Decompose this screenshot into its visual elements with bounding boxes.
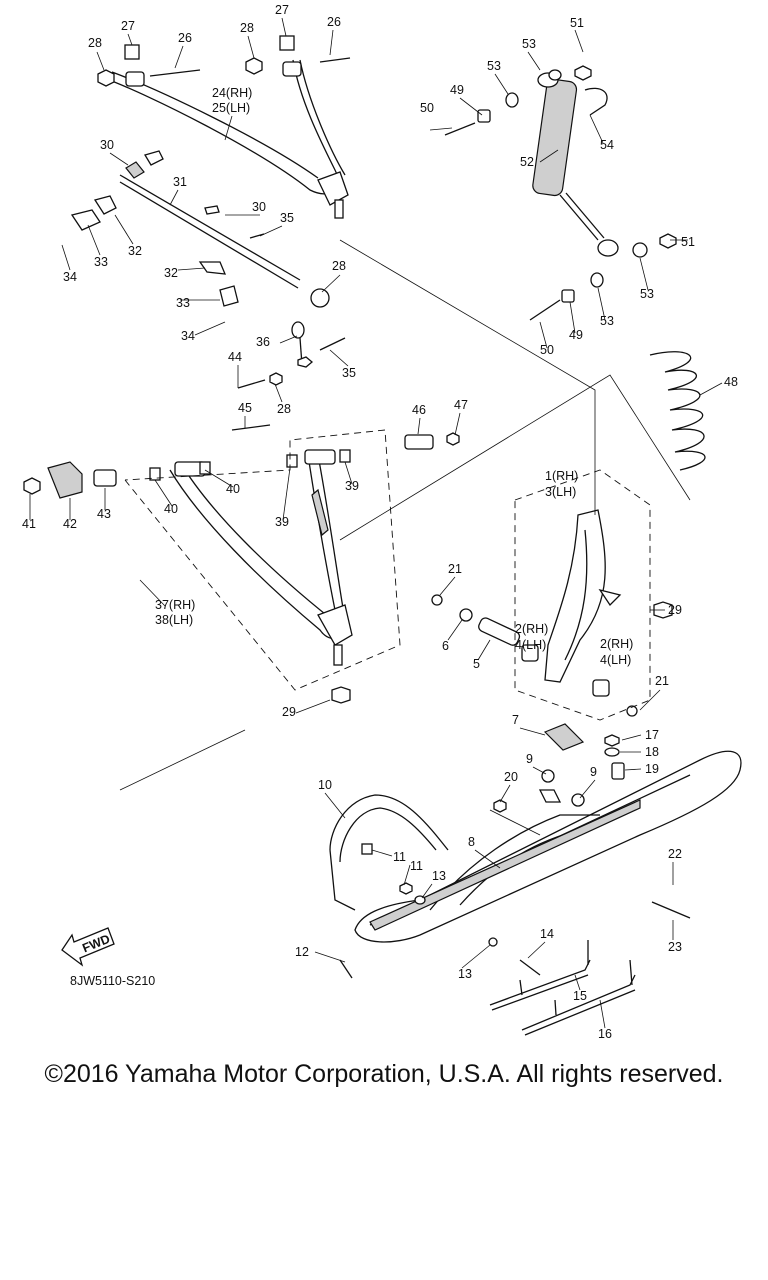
callout-44: 44	[228, 350, 242, 364]
spindle	[544, 509, 622, 683]
callout-8: 8	[468, 835, 475, 849]
callout-10: 10	[318, 778, 332, 792]
callout-33: 33	[94, 255, 108, 269]
callout-12: 12	[295, 945, 309, 959]
callout-29: 29	[668, 603, 682, 617]
callout-5: 5	[473, 657, 480, 671]
ski-handle	[329, 794, 449, 911]
callout-32: 32	[164, 266, 178, 280]
callout-34: 34	[63, 270, 77, 284]
callout-21: 21	[655, 674, 669, 688]
callout-labels: 1(RH) 3(LH) 2(RH) 4(LH) 2(RH) 4(LH) 5 6 …	[22, 3, 738, 1041]
callout-53: 53	[487, 59, 501, 73]
callout-32: 32	[128, 244, 142, 258]
callout-27: 27	[121, 19, 135, 33]
callout-7: 7	[512, 713, 519, 727]
callout-6: 6	[442, 639, 449, 653]
callout-4: 4(LH)	[600, 653, 631, 667]
callout-25: 25(LH)	[212, 101, 250, 115]
callout-28: 28	[277, 402, 291, 416]
callout-38: 38(LH)	[155, 613, 193, 627]
callout-20: 20	[504, 770, 518, 784]
callout-21: 21	[448, 562, 462, 576]
callout-43: 43	[97, 507, 111, 521]
callout-30: 30	[252, 200, 266, 214]
ski-leader	[489, 809, 541, 836]
callout-26: 26	[178, 31, 192, 45]
callout-15: 15	[573, 989, 587, 1003]
callout-45: 45	[238, 401, 252, 415]
lower-a-arm	[169, 449, 353, 666]
callout-42: 42	[63, 517, 77, 531]
callout-24: 24(RH)	[212, 86, 252, 100]
parts-diagram: FWD 8JW5110-S210 1(RH) 3(LH) 2(RH) 4(LH)…	[22, 3, 742, 1041]
callout-18: 18	[645, 745, 659, 759]
upper-a-arm	[103, 59, 349, 219]
callout-9: 9	[526, 752, 533, 766]
callout-28: 28	[88, 36, 102, 50]
callout-31: 31	[173, 175, 187, 189]
upper-bushings	[97, 35, 351, 87]
callout-13: 13	[432, 869, 446, 883]
callout-40: 40	[226, 482, 240, 496]
callout-51: 51	[570, 16, 584, 30]
callout-2: 2(RH)	[600, 637, 633, 651]
callout-34: 34	[181, 329, 195, 343]
callout-48: 48	[724, 375, 738, 389]
lower-arm-hardware	[23, 372, 460, 499]
callout-54: 54	[600, 138, 614, 152]
callout-9: 9	[590, 765, 597, 779]
callout-35: 35	[280, 211, 294, 225]
fwd-arrow-icon: FWD	[61, 927, 115, 967]
callout-17: 17	[645, 728, 659, 742]
callout-22: 22	[668, 847, 682, 861]
callout-37: 37(RH)	[155, 598, 195, 612]
callout-28: 28	[240, 21, 254, 35]
callout-26: 26	[327, 15, 341, 29]
callout-11: 11	[410, 859, 423, 873]
callout-13: 13	[458, 967, 472, 981]
callout-46: 46	[412, 403, 426, 417]
shock-absorber	[444, 65, 706, 471]
callout-23: 23	[668, 940, 682, 954]
callout-4: 4(LH)	[515, 638, 546, 652]
leader-lines	[29, 17, 723, 1029]
callout-47: 47	[454, 398, 468, 412]
callout-49: 49	[450, 83, 464, 97]
callout-50: 50	[540, 343, 554, 357]
callout-36: 36	[256, 335, 270, 349]
callout-39: 39	[275, 515, 289, 529]
callout-39: 39	[345, 479, 359, 493]
callout-35: 35	[342, 366, 356, 380]
diagram-code: 8JW5110-S210	[70, 974, 155, 988]
callout-11: 11	[393, 850, 406, 864]
callout-51: 51	[681, 235, 695, 249]
callout-27: 27	[275, 3, 289, 17]
callout-50: 50	[420, 101, 434, 115]
callout-52: 52	[520, 155, 534, 169]
callout-49: 49	[569, 328, 583, 342]
callout-3: 3(LH)	[545, 485, 576, 499]
callout-53: 53	[600, 314, 614, 328]
callout-19: 19	[645, 762, 659, 776]
callout-1: 1(RH)	[545, 469, 578, 483]
ski-hardware	[339, 723, 691, 979]
callout-14: 14	[540, 927, 554, 941]
callout-41: 41	[22, 517, 36, 531]
wear-bars	[489, 940, 636, 1036]
callout-29: 29	[282, 705, 296, 719]
callout-2: 2(RH)	[515, 622, 548, 636]
callout-53: 53	[640, 287, 654, 301]
callout-28: 28	[332, 259, 346, 273]
copyright-notice: ©2016 Yamaha Motor Corporation, U.S.A. A…	[44, 1060, 724, 1088]
callout-53: 53	[522, 37, 536, 51]
tie-rod-assembly	[70, 150, 346, 368]
callout-16: 16	[598, 1027, 612, 1041]
spindle-hardware	[331, 594, 673, 717]
callout-30: 30	[100, 138, 114, 152]
callout-33: 33	[176, 296, 190, 310]
callout-40: 40	[164, 502, 178, 516]
